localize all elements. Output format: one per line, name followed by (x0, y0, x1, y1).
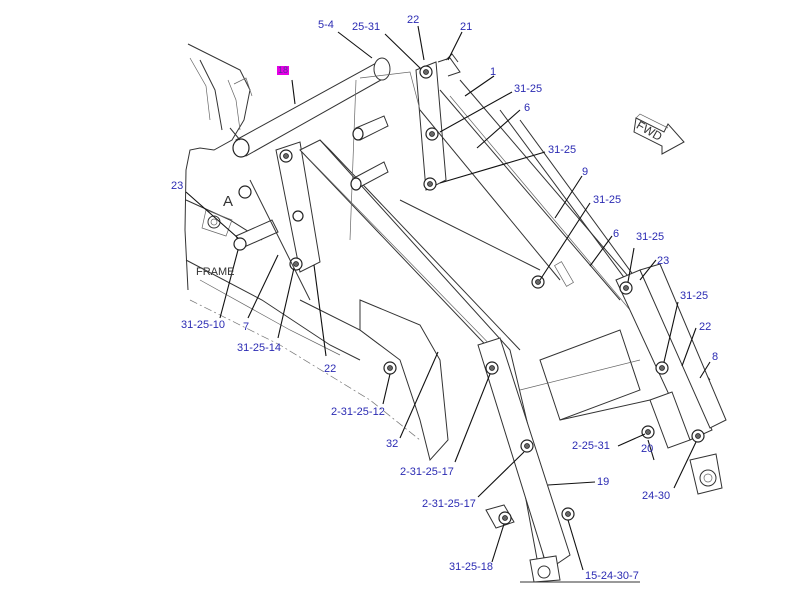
callout-32[interactable]: 32 (386, 438, 399, 450)
callout-31-25[interactable]: 31-25 (514, 83, 543, 95)
callout-31-25[interactable]: 31-25 (680, 290, 709, 302)
callout-6[interactable]: 6 (613, 228, 620, 240)
left-lift-arm (299, 139, 640, 583)
callout-2-31-25-17[interactable]: 2-31-25-17 (422, 498, 476, 510)
callout-31-25[interactable]: 31-25 (593, 194, 622, 206)
callout-22[interactable]: 22 (324, 363, 337, 375)
right-lift-arm (399, 79, 727, 495)
callout-22[interactable]: 22 (407, 14, 420, 26)
callout-31-25-14[interactable]: 31-25-14 (237, 342, 282, 354)
callout-2-31-25-12[interactable]: 2-31-25-12 (331, 406, 385, 418)
callout-19[interactable]: 19 (597, 476, 610, 488)
callout-8[interactable]: 8 (712, 351, 719, 363)
callout-31-25[interactable]: 31-25 (636, 231, 665, 243)
callout-31-25-18[interactable]: 31-25-18 (449, 561, 494, 573)
callout-31-25[interactable]: 31-25 (548, 144, 577, 156)
frame-outline (184, 43, 421, 441)
view-label-a: A (223, 193, 234, 210)
frame-label: FRAME (196, 266, 235, 278)
callout-21[interactable]: 21 (460, 21, 473, 33)
callout-9[interactable]: 9 (582, 166, 589, 178)
callout-6[interactable]: 6 (524, 102, 531, 114)
callout-20[interactable]: 20 (641, 443, 654, 455)
left-link (233, 141, 321, 301)
callout-2-31-25-17[interactable]: 2-31-25-17 (400, 466, 454, 478)
callout-2-25-31[interactable]: 2-25-31 (572, 440, 610, 452)
leader-lines (185, 25, 711, 571)
callout-23[interactable]: 23 (657, 255, 670, 267)
callout-22[interactable]: 22 (699, 321, 712, 333)
callout-7[interactable]: 7 (243, 321, 250, 333)
callout-23[interactable]: 23 (171, 180, 184, 192)
cross-tube (227, 57, 391, 158)
callout-25-31[interactable]: 25-31 (352, 21, 381, 33)
callout-31-25-10[interactable]: 31-25-10 (181, 319, 226, 331)
fwd-arrow-icon (633, 113, 685, 155)
callout-5-4[interactable]: 5-4 (318, 19, 334, 31)
upper-link (349, 53, 461, 241)
callout-18-highlighted[interactable]: 18 (277, 65, 290, 75)
callout-1[interactable]: 1 (490, 66, 497, 78)
callout-15-24-30[interactable]: 15-24-30-7 (585, 570, 639, 582)
callout-24-30[interactable]: 24-30 (642, 490, 671, 502)
center-pins (350, 115, 389, 191)
